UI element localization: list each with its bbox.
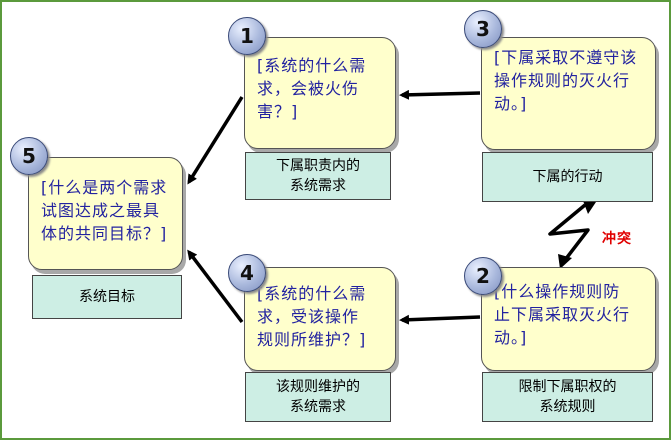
node-3-label: 下属的行动 <box>482 152 653 202</box>
node-1-label-line-2: 系统需求 <box>290 178 346 194</box>
node-5-number: 5 <box>22 144 36 168</box>
node-2-line-3: 动。] <box>494 328 528 347</box>
node-1-badge: 1 <box>228 17 266 55</box>
node-2-label-line-2: 系统规则 <box>539 399 596 415</box>
node-3-line-2: 操作规则的灭火行 <box>494 71 631 90</box>
node-4-line-2: 求，受该操作 <box>257 307 360 326</box>
node-1-line-1: [系统的什么需 <box>257 56 367 75</box>
node-5-line-1: [什么是两个需求 <box>41 178 168 197</box>
node-4-label: 该规则维护的 系统需求 <box>245 372 391 422</box>
node-3-badge: 3 <box>464 10 502 48</box>
node-1-label-line-1: 下属职责内的 <box>276 158 360 174</box>
node-3-line-1: [下属采取不遵守该 <box>494 48 638 67</box>
node-4-label-line-2: 系统需求 <box>290 399 346 415</box>
node-2-label-line-1: 限制下属职权的 <box>518 379 617 395</box>
node-2-label: 限制下属职权的 系统规则 <box>482 372 653 422</box>
node-5-line-3: 体的共同目标？] <box>41 224 168 243</box>
node-4-number: 4 <box>240 261 254 285</box>
node-3-line-3: 动。] <box>494 94 528 113</box>
node-5-label: 系统目标 <box>32 275 182 319</box>
node-2-box: [什么操作规则防 止下属采取灭火行 动。] <box>481 267 656 371</box>
arrow-3-to-1 <box>399 89 481 100</box>
node-3-box: [下属采取不遵守该 操作规则的灭火行 动。] <box>481 37 656 150</box>
node-4-badge: 4 <box>228 254 266 292</box>
node-4-label-line-1: 该规则维护的 <box>276 379 360 395</box>
arrow-1-to-5 <box>187 96 244 185</box>
arrow-4-to-5 <box>187 249 244 324</box>
node-1-number: 1 <box>240 24 254 48</box>
node-4-line-3: 规则所维护？] <box>257 330 367 349</box>
node-2-line-1: [什么操作规则防 <box>494 282 621 301</box>
node-2-line-2: 止下属采取灭火行 <box>494 305 631 324</box>
node-5-badge: 5 <box>10 137 48 175</box>
node-1-box: [系统的什么需 求，会被火伤 害？] <box>244 37 396 149</box>
node-1-label: 下属职责内的 系统需求 <box>245 152 391 200</box>
node-5-line-2: 试图达成之最具 <box>41 201 161 220</box>
node-1-line-2: 求，会被火伤 <box>257 79 360 98</box>
node-3-number: 3 <box>476 17 490 41</box>
arrow-2-to-4 <box>399 314 481 325</box>
node-2-badge: 2 <box>464 257 502 295</box>
node-3-label-line-1: 下属的行动 <box>532 169 603 185</box>
node-1-line-3: 害？] <box>257 102 299 121</box>
node-5-box: [什么是两个需求 试图达成之最具 体的共同目标？] <box>28 157 183 270</box>
node-4-line-1: [系统的什么需 <box>257 284 367 303</box>
node-5-label-line-1: 系统目标 <box>79 289 135 305</box>
conflict-zigzag <box>548 203 590 262</box>
node-4-box: [系统的什么需 求，受该操作 规则所维护？] <box>244 267 396 371</box>
conflict-label: 冲突 <box>602 231 632 247</box>
node-2-number: 2 <box>476 264 490 288</box>
